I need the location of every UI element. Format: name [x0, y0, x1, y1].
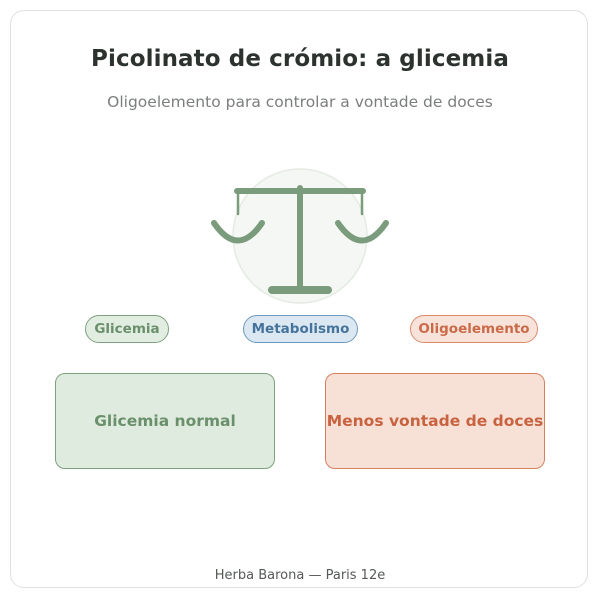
- tag-glicemia: Glicemia: [85, 315, 169, 343]
- tag-metabolismo: Metabolismo: [243, 315, 358, 343]
- tag-oligoelemento: Oligoelemento: [410, 315, 538, 343]
- scale-left-pan: [211, 220, 265, 244]
- scale-right-pan: [335, 220, 389, 244]
- benefit-box-menos-vontade: Menos vontade de doces: [325, 373, 545, 469]
- benefit-box-glicemia-normal: Glicemia normal: [55, 373, 275, 469]
- page-title: Picolinato de crómio: a glicemia: [91, 46, 509, 72]
- footer-credit: Herba Barona — Paris 12e: [214, 568, 386, 583]
- page-subtitle: Oligoelemento para controlar a vontade d…: [107, 93, 493, 111]
